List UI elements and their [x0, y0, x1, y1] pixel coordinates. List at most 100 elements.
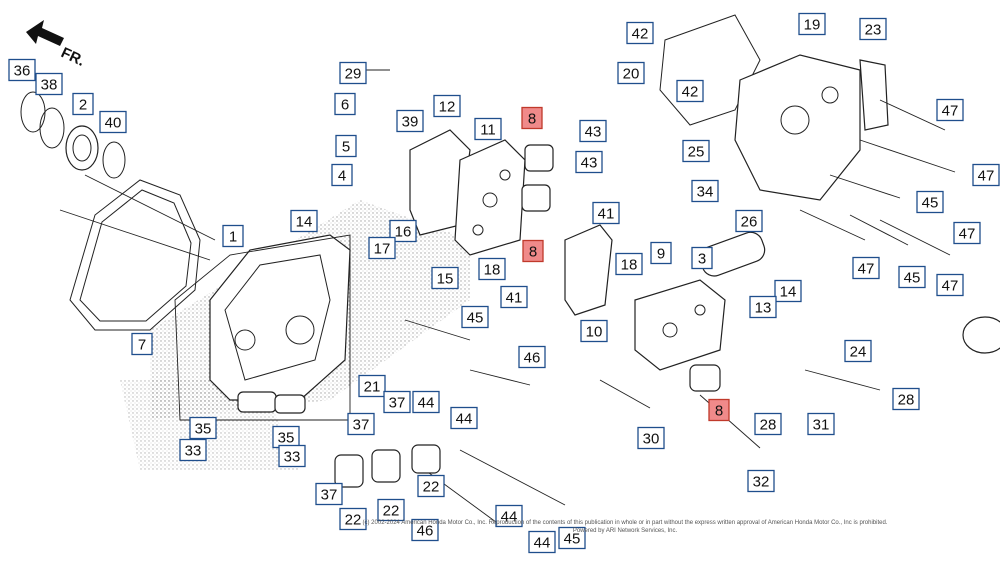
callout-41: 41: [592, 201, 620, 225]
callout-number: 45: [564, 531, 581, 548]
callout-6: 6: [334, 92, 356, 116]
callout-39: 39: [396, 109, 424, 133]
callout-43: 43: [579, 119, 607, 143]
end-cover-19: [734, 54, 889, 201]
callout-number: 10: [586, 324, 603, 341]
callout-3: 3: [691, 246, 713, 270]
case-frame-lines: [59, 174, 351, 421]
callout-number: 28: [760, 417, 777, 434]
gasket-7: [69, 179, 201, 331]
callout-number: 47: [942, 278, 959, 295]
callout-28: 28: [892, 387, 920, 411]
callout-number: 29: [345, 66, 362, 83]
callout-8: 8: [522, 239, 544, 263]
callout-38: 38: [35, 72, 63, 96]
callout-23: 23: [859, 17, 887, 41]
callout-number: 2: [79, 97, 87, 114]
callout-number: 47: [959, 226, 976, 243]
callout-number: 32: [753, 474, 770, 491]
callout-number: 35: [278, 430, 295, 447]
callout-41: 41: [500, 285, 528, 309]
valve-body-right: [634, 231, 766, 371]
callout-32: 32: [747, 469, 775, 493]
callout-31: 31: [807, 412, 835, 436]
callout-number: 47: [858, 261, 875, 278]
copyright-line-1: (c) 2002-2024 American Honda Motor Co., …: [362, 520, 888, 526]
callout-number: 30: [643, 431, 660, 448]
callout-15: 15: [431, 266, 459, 290]
callout-17: 17: [368, 236, 396, 260]
callout-number: 40: [105, 115, 122, 132]
callout-number: 44: [534, 535, 551, 552]
callout-number: 24: [850, 344, 867, 361]
callout-37: 37: [347, 412, 375, 436]
callout-37: 37: [315, 482, 343, 506]
seal-rings: [20, 91, 126, 179]
callout-18: 18: [615, 252, 643, 276]
solenoid-8: [521, 144, 721, 392]
callout-number: 34: [697, 184, 714, 201]
callout-number: 41: [598, 206, 615, 223]
callout-1: 1: [222, 224, 244, 248]
callout-18: 18: [478, 257, 506, 281]
pressure-switches-22: [334, 444, 441, 488]
callout-number: 22: [383, 503, 400, 520]
callout-45: 45: [916, 190, 944, 214]
callout-number: 45: [904, 270, 921, 287]
callout-20: 20: [617, 61, 645, 85]
callout-number: 46: [417, 523, 434, 540]
callout-number: 44: [456, 411, 473, 428]
callout-11: 11: [474, 117, 502, 141]
callout-number: 31: [813, 417, 830, 434]
callout-19: 19: [798, 12, 826, 36]
callout-number: 18: [621, 257, 638, 274]
callout-34: 34: [691, 179, 719, 203]
direction-label: FR.: [58, 44, 87, 70]
callout-35: 35: [189, 416, 217, 440]
callout-number: 45: [467, 310, 484, 327]
callout-number: 8: [715, 403, 723, 420]
callout-45: 45: [898, 265, 926, 289]
callout-47: 47: [852, 256, 880, 280]
callout-24: 24: [844, 339, 872, 363]
callout-33: 33: [179, 438, 207, 462]
callout-5: 5: [335, 134, 357, 158]
callout-29: 29: [339, 61, 367, 85]
callout-number: 12: [439, 99, 456, 116]
callout-number: 18: [484, 262, 501, 279]
callout-16: 16: [389, 219, 417, 243]
callout-number: 22: [423, 479, 440, 496]
callout-35: 35: [272, 425, 300, 449]
callout-37: 37: [383, 390, 411, 414]
callout-number: 47: [942, 103, 959, 120]
callout-4: 4: [331, 163, 353, 187]
callout-number: 44: [501, 509, 518, 526]
callout-labels: 3638240296395414121184343418161715184117…: [8, 12, 1000, 554]
callout-number: 37: [353, 417, 370, 434]
callout-number: 8: [528, 111, 536, 128]
callout-number: 16: [395, 224, 412, 241]
callout-number: 3: [698, 251, 706, 268]
copyright-line-2: Powered by ARI Network Services, Inc.: [572, 528, 678, 534]
callout-number: 11: [480, 122, 496, 139]
callout-number: 33: [185, 443, 202, 460]
callout-14: 14: [774, 279, 802, 303]
callout-number: 43: [585, 124, 602, 141]
callout-number: 38: [41, 77, 58, 94]
callout-number: 42: [682, 84, 699, 101]
valve-body-11-12: [409, 129, 526, 256]
callout-26: 26: [735, 209, 763, 233]
bolts: [340, 69, 956, 526]
callout-number: 9: [657, 246, 665, 263]
callout-42: 42: [676, 79, 704, 103]
callout-number: 8: [529, 244, 537, 261]
callout-number: 44: [418, 395, 435, 412]
callout-number: 45: [922, 195, 939, 212]
callout-45: 45: [461, 305, 489, 329]
callout-7: 7: [131, 332, 153, 356]
callout-43: 43: [575, 150, 603, 174]
callout-number: 6: [341, 97, 349, 114]
callout-36: 36: [8, 58, 36, 82]
callout-46: 46: [518, 345, 546, 369]
callout-8: 8: [521, 106, 543, 130]
